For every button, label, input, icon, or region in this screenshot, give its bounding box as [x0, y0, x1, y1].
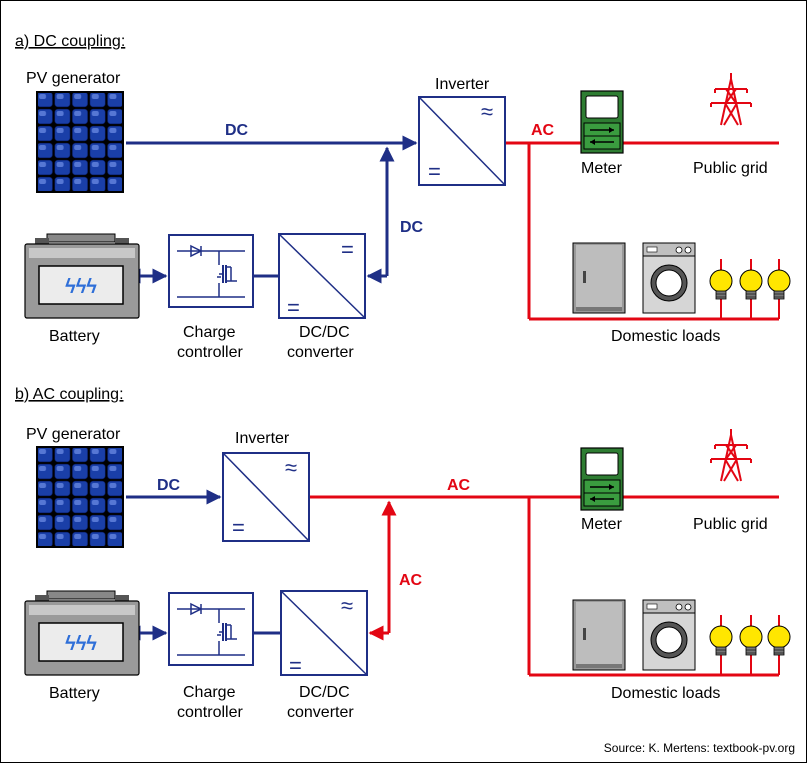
light-bulb-icon	[767, 614, 791, 656]
loads-label: Domestic loads	[611, 685, 720, 702]
battery-icon	[24, 590, 140, 676]
ac-bus-label: AC	[399, 572, 423, 589]
section-a-title: a) DC coupling:	[15, 33, 125, 50]
section-dc-coupling: a) DC coupling: PV generator Inverter ≈ …	[15, 33, 791, 361]
light-bulb-icon	[739, 258, 763, 300]
power-pylon-icon	[710, 428, 752, 482]
dc-line-label: DC	[157, 477, 181, 494]
battery-icon	[24, 233, 140, 319]
dc-symbol: =	[232, 515, 245, 540]
meter-label: Meter	[581, 516, 623, 533]
converter-icon: ≈ =	[280, 590, 368, 678]
light-bulb-icon	[767, 258, 791, 300]
dc-symbol-out: =	[341, 237, 354, 262]
dc-symbol-in: =	[287, 295, 300, 320]
converter-label-1: DC/DC	[299, 324, 350, 341]
electricity-meter-icon	[580, 447, 624, 511]
solar-panel-icon	[36, 446, 124, 548]
converter-label-2: converter	[287, 704, 354, 721]
fridge-icon	[572, 242, 626, 314]
source-credit: Source: K. Mertens: textbook-pv.org	[604, 741, 795, 755]
meter-label: Meter	[581, 160, 623, 177]
ac-symbol-out: ≈	[341, 593, 353, 618]
dc-bus-label: DC	[400, 219, 424, 236]
inverter-label: Inverter	[435, 76, 490, 93]
pv-label: PV generator	[26, 426, 121, 443]
washing-machine-icon	[642, 242, 696, 314]
battery-label: Battery	[49, 328, 100, 345]
pv-label: PV generator	[26, 70, 121, 87]
solar-panel-icon	[36, 91, 124, 193]
fridge-icon	[572, 599, 626, 671]
ac-line-label: AC	[447, 477, 471, 494]
section-b-title: b) AC coupling:	[15, 386, 124, 403]
charge-controller-icon	[168, 592, 254, 666]
ac-symbol: ≈	[481, 99, 493, 124]
converter-label-1: DC/DC	[299, 684, 350, 701]
washing-machine-icon	[642, 599, 696, 671]
inverter-icon: ≈ =	[418, 96, 506, 186]
charge-label-2: controller	[177, 704, 243, 721]
power-pylon-icon	[710, 72, 752, 126]
dc-symbol: =	[428, 159, 441, 184]
inverter-label: Inverter	[235, 430, 290, 447]
electricity-meter-icon	[580, 90, 624, 154]
inverter-icon: ≈ =	[222, 452, 310, 542]
grid-label: Public grid	[693, 516, 768, 533]
battery-label: Battery	[49, 685, 100, 702]
light-bulb-icon	[739, 614, 763, 656]
charge-label-2: controller	[177, 344, 243, 361]
dc-line-label: DC	[225, 122, 249, 139]
ac-line-label: AC	[531, 122, 555, 139]
dc-symbol-in: =	[289, 653, 302, 678]
loads-label: Domestic loads	[611, 328, 720, 345]
grid-label: Public grid	[693, 160, 768, 177]
charge-label-1: Charge	[183, 324, 236, 341]
charge-controller-icon	[168, 234, 254, 308]
converter-label-2: converter	[287, 344, 354, 361]
charge-label-1: Charge	[183, 684, 236, 701]
light-bulb-icon	[709, 258, 733, 300]
section-ac-coupling: b) AC coupling: PV generator Inverter ≈ …	[15, 386, 791, 721]
ac-symbol: ≈	[285, 455, 297, 480]
light-bulb-icon	[709, 614, 733, 656]
converter-icon: = =	[278, 233, 366, 320]
